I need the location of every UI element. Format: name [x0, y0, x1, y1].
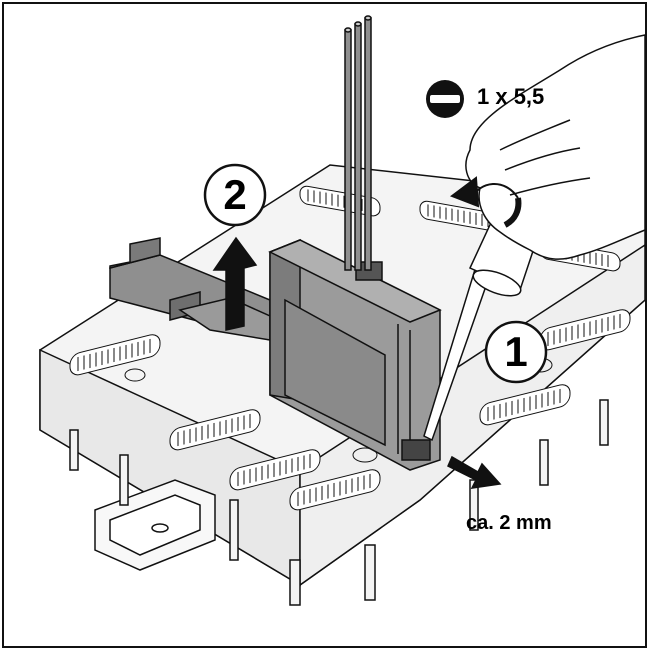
step-2-number: 2 [223, 171, 247, 218]
plug-in-module [268, 238, 442, 471]
tool-spec-label: 1 x 5,5 [477, 84, 545, 109]
rotate-arrow [449, 176, 522, 228]
slotted-screwdriver-icon [426, 80, 464, 118]
pull-arrow [447, 455, 502, 489]
wires [344, 15, 372, 271]
step-1-number: 1 [504, 328, 528, 375]
step-2-circle [203, 163, 267, 227]
lift-arrow [212, 236, 258, 331]
step-1-circle [484, 320, 548, 384]
vent-slots [69, 185, 631, 511]
hand [465, 34, 646, 260]
distance-label: ca. 2 mm [466, 512, 552, 534]
